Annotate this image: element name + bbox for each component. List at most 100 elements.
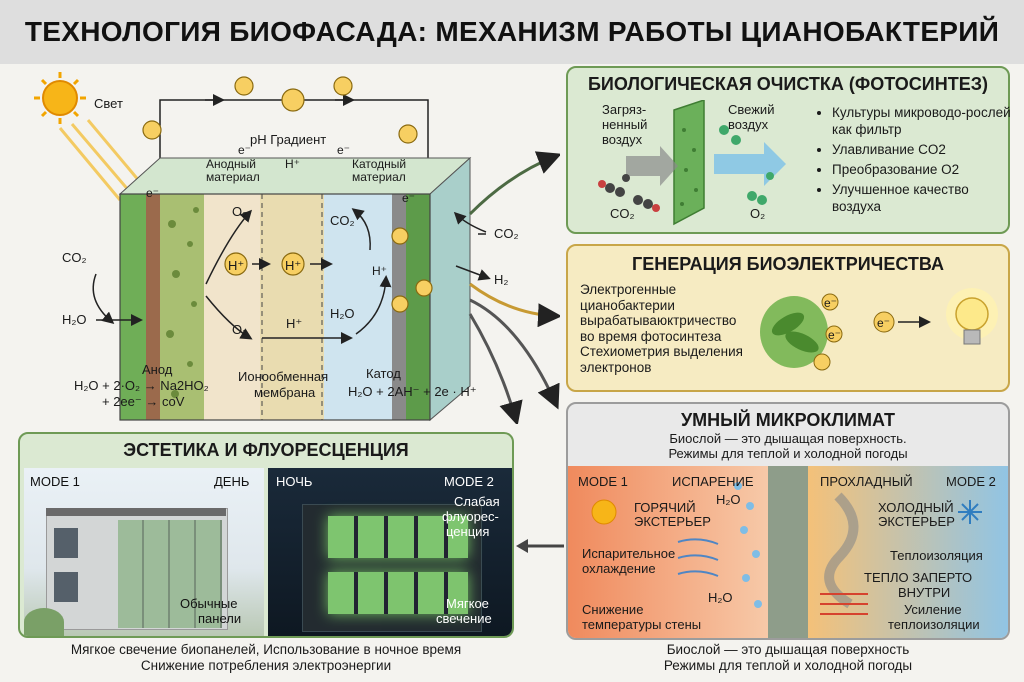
bio-cleaning-panel: БИОЛОГИЧЕСКАЯ ОЧИСТКА (ФОТОСИНТЕЗ) Загря…: [566, 66, 1011, 234]
bio-layer-cathode: [406, 194, 430, 420]
weak-fluor-3: ценция: [446, 524, 490, 539]
electron-3: e⁻: [337, 143, 351, 157]
microclimate-caption: Биослой — это дышащая поверхность Режимы…: [663, 642, 913, 673]
cathode-chamber: [324, 194, 392, 420]
membrane-label-2: мембрана: [254, 385, 316, 400]
arrow-to-bioelectricity: [469, 282, 560, 328]
bullet-o2: Преобразование O2: [832, 161, 1016, 178]
membrane-label-1: Ионообменная: [238, 369, 329, 384]
bio-cleaning-title: БИОЛОГИЧЕСКАЯ ОЧИСТКА (ФОТОСИНТЕЗ): [587, 74, 988, 94]
aesthetics-title: ЭСТЕТИКА И ФЛУОРЕСЦЕНЦИЯ: [123, 440, 409, 460]
polluted-air-1: Загряз-: [602, 102, 647, 117]
anode-label: Анод: [142, 362, 173, 377]
normal-panels-2: панели: [198, 611, 242, 626]
polluted-air-2: ненный: [602, 117, 648, 132]
soft-glow-1: Мягкое: [446, 596, 489, 611]
microclimate-panel: УМНЫЙ МИКРОКЛИМАТ Биослой — это дышащая …: [566, 402, 1010, 640]
cathode-material-label-1: Катодный: [352, 157, 407, 171]
co2-right: CO₂: [494, 226, 519, 241]
cathode-material-label-2: материал: [352, 170, 406, 184]
h2o-left: H₂O: [62, 312, 87, 327]
bioelectricity-title: ГЕНЕРАЦИЯ БИОЭЛЕКТРИЧЕСТВА: [632, 254, 944, 274]
anode-chamber: [204, 194, 260, 420]
sun-small-icon: [591, 499, 617, 525]
bio-cleaning-bullets: Культуры микроводо-рослей как фильтр Ула…: [818, 104, 1016, 218]
insulation-boost-1: Усиление: [904, 602, 962, 617]
anode-plate: [146, 194, 160, 420]
fresh-air-1: Свежий: [728, 102, 775, 117]
light-rays: [58, 119, 142, 201]
o2-top: O₂: [232, 204, 248, 219]
polluted-air-3: воздух: [602, 132, 643, 147]
o2-label: O₂: [750, 206, 766, 221]
bio-wall: [768, 466, 808, 638]
cold-exterior-2: ЭКСТЕРЬЕР: [878, 514, 955, 529]
anode-equation-2: + 2ee⁻ → coV: [102, 394, 185, 409]
insulation-label: Теплоизоляция: [890, 548, 983, 563]
bullet-quality: Улучшенное качество воздуха: [832, 181, 1016, 215]
co2-cathode: CO₂: [330, 213, 355, 228]
electron-out: e⁻: [877, 316, 891, 330]
o2-bottom: O₂: [232, 322, 248, 337]
arrow-to-microclimate: [469, 298, 560, 410]
bullet-co2: Улавливание CO2: [832, 141, 1016, 158]
h2-right: H₂: [494, 272, 509, 287]
microclimate-subtitle-2: Режимы для теплой и холодной погоды: [668, 446, 908, 461]
day-mode-label: MODE 1: [30, 474, 80, 489]
h2o-bottom: H₂O: [708, 590, 733, 605]
heat-locked-2: ВНУТРИ: [898, 585, 951, 600]
microclimate-title: УМНЫЙ МИКРОКЛИМАТ: [680, 410, 896, 430]
title-bar: ТЕХНОЛОГИЯ БИОФАСАДА: МЕХАНИЗМ РАБОТЫ ЦИ…: [0, 0, 1024, 64]
mechanism-svg: [34, 72, 560, 424]
evap-cooling-2: охлаждение: [582, 561, 656, 576]
co2-label: CO₂: [610, 206, 635, 221]
insulation-boost-2: теплоизоляции: [888, 617, 980, 632]
normal-panels-1: Обычные: [180, 596, 238, 611]
bioelectricity-panel: ГЕНЕРАЦИЯ БИОЭЛЕКТРИЧЕСТВА Электрогенные…: [566, 244, 1010, 392]
bullet-filter: Культуры микроводо-рослей как фильтр: [832, 104, 1016, 138]
weak-fluor-2: флуорес-: [442, 509, 499, 524]
proton-mid-1: H⁺: [228, 258, 245, 273]
h2o-top: H₂O: [716, 492, 741, 507]
electron-bio-1: e⁻: [824, 296, 838, 310]
proton-top: H⁺: [285, 157, 300, 171]
day-label: ДЕНЬ: [214, 474, 250, 489]
filter-illustration: [598, 100, 786, 226]
hot-exterior-1: ГОРЯЧИЙ: [634, 500, 696, 515]
cool-label: ПРОХЛАДНЫЙ: [820, 474, 913, 489]
microclimate-subtitle-1: Биослой — это дышащая поверхность.: [669, 431, 907, 446]
device-side: [429, 156, 471, 422]
anode-material-label-1: Анодный: [206, 157, 256, 171]
anode-equation-1: H₂O + 2·O₂ → Na2HO₂: [74, 378, 209, 393]
weak-fluor-1: Слабая: [454, 494, 500, 509]
microclimate-illustration: [591, 482, 982, 615]
aesthetics-panel: ЭСТЕТИКА И ФЛУОРЕСЦЕНЦИЯ MODE 1 ДЕНЬ НОЧ…: [18, 432, 514, 638]
temp-reduce-1: Снижение: [582, 602, 644, 617]
electron-4: e⁻: [402, 191, 416, 205]
evaporation-label: ИСПАРЕНИЕ: [672, 474, 754, 489]
evap-cooling-1: Испарительное: [582, 546, 676, 561]
fresh-air-2: воздух: [728, 117, 769, 132]
sun-icon: [34, 72, 86, 124]
proton-mid-2: H⁺: [285, 258, 302, 273]
aesthetics-caption: Мягкое свечение биопанелей, Использовани…: [70, 642, 462, 673]
heat-locked-1: ТЕПЛО ЗАПЕРТО: [864, 570, 973, 585]
night-mode-label: MODE 2: [444, 474, 494, 489]
proton-cathode: H⁺: [372, 264, 387, 278]
anode-material-label-2: материал: [206, 170, 260, 184]
soft-glow-2: свечение: [436, 611, 492, 626]
mode1-label: MODE 1: [578, 474, 628, 489]
h2o-cathode: H₂O: [330, 306, 355, 321]
snowflake-icon: [958, 500, 982, 524]
cold-exterior-1: ХОЛОДНЫЙ: [878, 500, 954, 515]
hot-exterior-2: ЭКСТЕРЬЕР: [634, 514, 711, 529]
electron-2: e⁻: [238, 143, 252, 157]
anode-material: [160, 194, 204, 420]
hot-zone: [568, 466, 768, 638]
page-title: ТЕХНОЛОГИЯ БИОФАСАДА: МЕХАНИЗМ РАБОТЫ ЦИ…: [24, 16, 1000, 47]
electron-1: e⁻: [146, 186, 160, 200]
light-label: Свет: [94, 96, 123, 111]
mode2-label: MODE 2: [946, 474, 996, 489]
arrow-to-bio-cleaning: [468, 151, 560, 216]
cathode-label: Катод: [366, 366, 401, 381]
